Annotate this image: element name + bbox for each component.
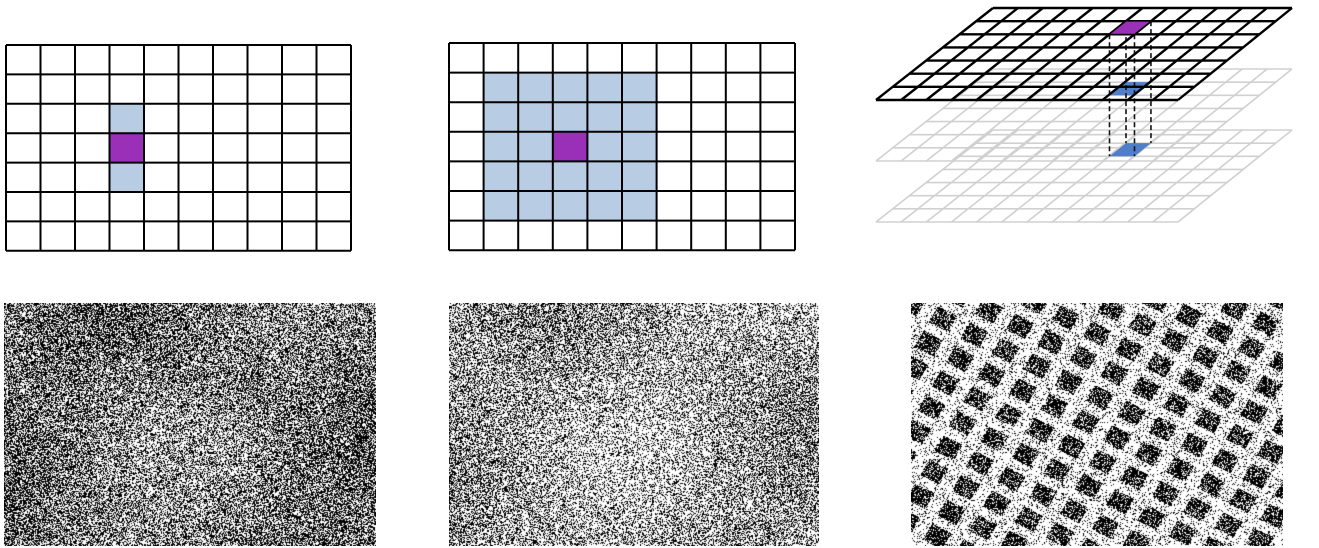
- neighbor-cell: [518, 72, 553, 103]
- neighbor-cell: [1109, 82, 1151, 96]
- neighbor-cell: [483, 72, 519, 103]
- grid-line: [1126, 7, 1243, 101]
- grid-line: [1177, 7, 1293, 101]
- neighbor-cell: [587, 161, 622, 191]
- target-cell: [552, 131, 588, 162]
- neighbor-cell: [483, 161, 519, 191]
- grid-line: [1076, 7, 1194, 101]
- neighbor-cell: [622, 72, 657, 103]
- neighbor-cell: [518, 131, 553, 162]
- neighbor-cell: [518, 102, 553, 132]
- neighbor-cell: [622, 102, 657, 132]
- neighbor-cell: [518, 191, 553, 221]
- neighbor-cell: [552, 102, 588, 132]
- neighbor-cell: [587, 72, 622, 103]
- grid-line: [1152, 7, 1268, 101]
- neighbor-cell: [587, 131, 622, 162]
- grid-line: [1001, 7, 1119, 101]
- middle-layer: [875, 68, 1293, 162]
- neighbor-cell: [622, 161, 657, 191]
- vertical-neighborhood-grid: [5, 44, 352, 252]
- neighbor-cell: [109, 103, 144, 134]
- grid-line: [1152, 129, 1268, 223]
- neighbor-cell: [622, 131, 657, 162]
- grid-line: [975, 7, 1094, 101]
- neighbor-cell: [109, 162, 144, 192]
- stacked-layers-grid: [875, 6, 1293, 223]
- square-neighborhood-grid: [448, 42, 796, 252]
- neighbor-cell: [587, 102, 622, 132]
- grid-line: [976, 129, 1094, 223]
- target-cell: [109, 133, 144, 163]
- grid-line: [1177, 68, 1293, 162]
- bottom-layer: [875, 129, 1293, 223]
- neighbor-cell: [552, 72, 588, 103]
- grid-line: [875, 68, 994, 162]
- neighbor-cell: [483, 191, 519, 221]
- target-cell: [1108, 20, 1153, 35]
- neighbor-cell: [552, 161, 588, 191]
- grid-line: [900, 7, 1019, 101]
- neighbor-cell: [1109, 143, 1151, 157]
- top-layer: [875, 6, 1293, 102]
- neighbor-cell: [483, 102, 519, 132]
- grid-line: [1177, 129, 1293, 223]
- grid-line: [951, 129, 1069, 223]
- structured-image: [911, 303, 1283, 546]
- noise-image-dense: [4, 303, 376, 546]
- grid-line: [1152, 68, 1268, 162]
- grid-line: [1127, 129, 1243, 223]
- grid-line: [925, 7, 1044, 101]
- neighbor-cell: [518, 161, 553, 191]
- grid-line: [1101, 7, 1219, 101]
- neighbor-cell: [587, 191, 622, 221]
- neighbor-cell: [552, 191, 588, 221]
- grid-line: [900, 68, 1019, 162]
- grid-line: [900, 129, 1019, 223]
- noise-image-light: [449, 303, 819, 546]
- grid-line: [875, 7, 994, 101]
- grid-line: [925, 129, 1044, 223]
- neighbor-cell: [483, 131, 519, 162]
- grid-line: [875, 129, 994, 223]
- grid-line: [950, 7, 1069, 101]
- neighbor-cell: [622, 191, 657, 221]
- grid-line: [1001, 129, 1119, 223]
